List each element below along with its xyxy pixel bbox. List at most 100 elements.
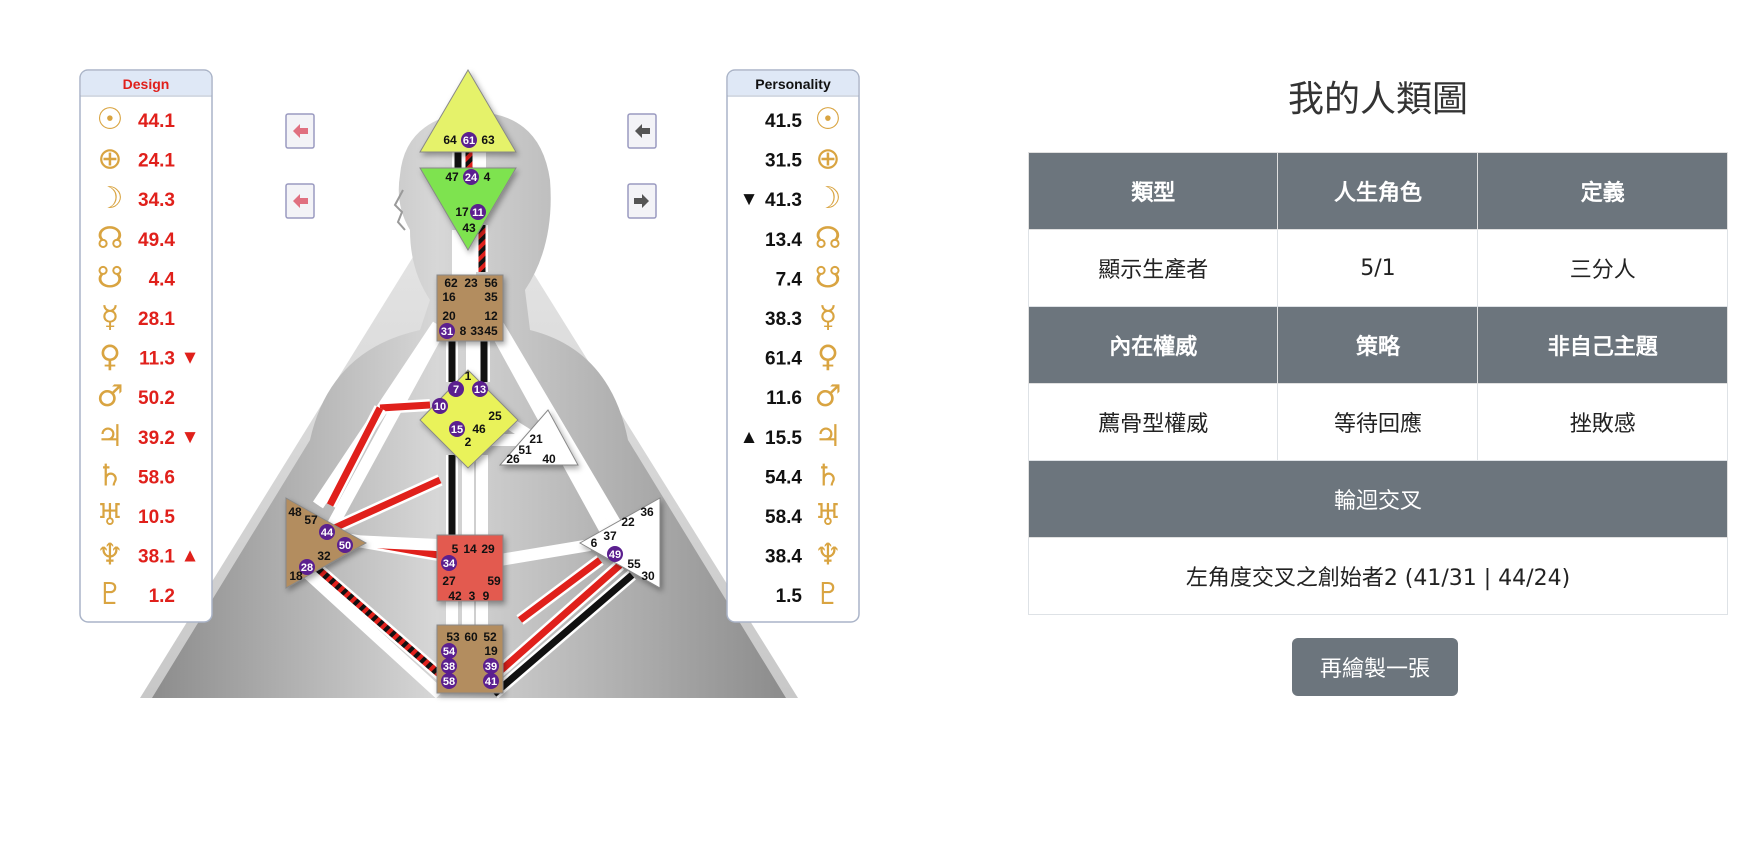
channel-41-30 — [491, 572, 635, 697]
mars-icon: ♂ — [815, 379, 842, 414]
earth-icon: ⊕ — [815, 142, 840, 177]
gate-label: 43 — [462, 221, 476, 235]
gate-label: 18 — [289, 569, 303, 583]
gate-label: 8 — [460, 324, 467, 338]
activated-gate-marker — [319, 524, 335, 540]
gate-label: 13 — [474, 384, 486, 396]
value-definition: 三分人 — [1477, 229, 1728, 307]
gate-label: 52 — [483, 630, 497, 644]
planet-value: 38.4 — [765, 547, 802, 568]
south-node-icon: ☋ — [815, 260, 842, 295]
gate-label: 36 — [640, 505, 654, 519]
gate-label: 28 — [301, 562, 313, 574]
planet-value: 1.5 — [776, 586, 803, 607]
design-panel — [79, 69, 213, 623]
planet-value: 38.3 — [765, 309, 802, 330]
channel-10-57a — [379, 401, 431, 412]
gate-label: 6 — [591, 536, 598, 550]
planet-value: 58.6 — [138, 467, 175, 488]
header-not-self: 非自己主題 — [1477, 306, 1728, 384]
planet-value: 58.4 — [765, 507, 802, 528]
activated-gate-marker — [449, 421, 465, 437]
uranus-icon: ♅ — [97, 498, 124, 533]
retrograde-arrow: ▼ — [181, 427, 200, 448]
earth-icon: ⊕ — [97, 142, 122, 177]
planet-value: 4.4 — [149, 269, 176, 290]
table-row: 內在權威 策略 非自己主題 — [1027, 306, 1728, 384]
channel-59-6 — [499, 541, 591, 564]
channel-28-38 — [307, 559, 449, 683]
gate-label: 57 — [304, 513, 318, 527]
planet-value: 44.1 — [138, 111, 175, 132]
gate-label: 59 — [487, 574, 501, 588]
retrograde-arrow: ▲ — [740, 427, 759, 448]
design-next-icon — [293, 194, 308, 208]
header-incarnation-cross: 輪迴交叉 — [1028, 460, 1728, 538]
mars-icon: ♂ — [97, 379, 124, 414]
gate-label: 26 — [506, 452, 520, 466]
gate-label: 2 — [465, 435, 472, 449]
gate-label: 45 — [484, 324, 498, 338]
gate-label: 51 — [518, 443, 532, 457]
north-node-icon: ☊ — [815, 221, 842, 256]
activated-gate-marker — [439, 323, 455, 339]
channel-35-36 — [494, 323, 622, 530]
pluto-icon: ♇ — [815, 577, 842, 612]
activated-gate-marker — [483, 658, 499, 674]
gate-label: 35 — [484, 290, 498, 304]
activated-gate-marker — [461, 132, 477, 148]
personality-panel — [726, 69, 860, 623]
gate-label: 17 — [455, 205, 469, 219]
gate-label: 39 — [485, 661, 497, 673]
gate-label: 54 — [443, 646, 456, 658]
header-authority: 內在權威 — [1027, 306, 1279, 384]
planet-value: 11.6 — [766, 388, 802, 409]
value-type: 顯示生產者 — [1027, 229, 1279, 307]
planet-value: 28.1 — [138, 309, 175, 330]
activated-gate-marker — [470, 204, 486, 220]
gate-label: 29 — [481, 542, 495, 556]
gate-label: 64 — [443, 133, 457, 147]
gate-label: 49 — [609, 549, 621, 561]
planet-value: 54.4 — [765, 467, 802, 488]
summary-table: 類型 人生角色 定義 顯示生產者 5/1 三分人 內在權威 策略 非自己主題 薦… — [1027, 152, 1728, 615]
sun-icon: ☉ — [815, 102, 842, 137]
activated-gate-marker — [441, 643, 457, 659]
gate-label: 15 — [451, 424, 463, 436]
saturn-icon: ♄ — [815, 458, 842, 493]
gate-label: 48 — [288, 505, 302, 519]
redraw-button[interactable]: 再繪製一張 — [1292, 638, 1458, 696]
gate-label: 44 — [321, 527, 334, 539]
center-head — [419, 69, 517, 153]
channel-39-55 — [487, 562, 623, 683]
pluto-icon: ♇ — [97, 577, 124, 612]
gate-label: 16 — [442, 290, 456, 304]
retrograde-arrow: ▼ — [181, 348, 200, 369]
activated-gate-marker — [299, 559, 315, 575]
planet-value: 61.4 — [765, 349, 802, 370]
center-heart — [498, 409, 579, 466]
gate-label: 60 — [464, 630, 478, 644]
value-incarnation-cross: 左角度交叉之創始者2 (41/31 | 44/24) — [1028, 537, 1728, 615]
planet-value: 1.2 — [149, 586, 175, 607]
gate-label: 3 — [469, 589, 476, 603]
gate-label: 4 — [484, 170, 491, 184]
gate-label: 9 — [483, 589, 490, 603]
design-panel-title: Design — [123, 76, 170, 92]
south-node-icon: ☋ — [97, 260, 124, 295]
planet-value: 39.2 — [138, 428, 175, 449]
value-authority: 薦骨型權威 — [1027, 383, 1279, 461]
gate-label: 11 — [472, 207, 484, 219]
value-strategy: 等待回應 — [1277, 383, 1479, 461]
table-row: 薦骨型權威 等待回應 挫敗感 — [1027, 383, 1728, 461]
personality-next-icon — [634, 194, 649, 208]
gate-label: 61 — [463, 135, 475, 147]
neptune-icon: ♆ — [815, 538, 842, 573]
gate-label: 5 — [452, 542, 459, 556]
planet-value: 34.3 — [138, 190, 175, 211]
activated-gate-marker — [432, 398, 448, 414]
planet-value: 41.5 — [765, 111, 802, 132]
channel-18-58 — [297, 563, 443, 697]
personality-panel-title: Personality — [755, 76, 831, 92]
